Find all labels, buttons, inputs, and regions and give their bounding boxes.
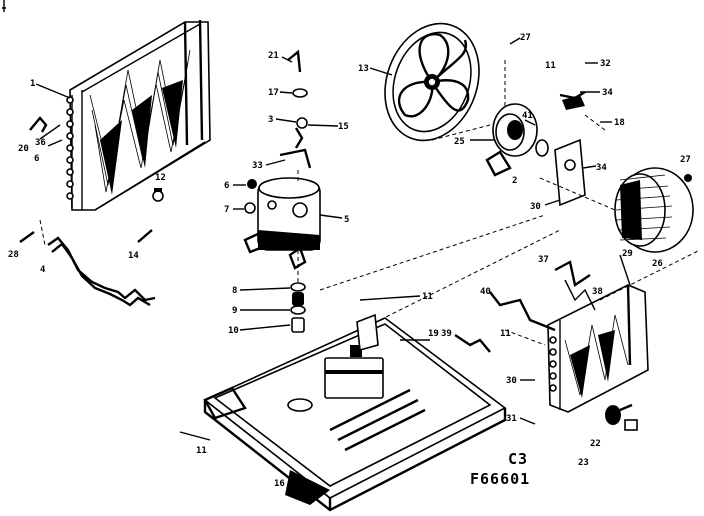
coil-tube-ends xyxy=(66,96,74,200)
callout-labels: 1 36 20 6 12 14 28 4 21 17 3 15 33 6 7 5… xyxy=(8,33,691,489)
part-22-23 xyxy=(605,403,638,431)
callout-36: 36 xyxy=(35,138,46,148)
callout-11-pan: 11 xyxy=(196,446,207,456)
callout-10: 10 xyxy=(228,326,239,336)
callout-7: 7 xyxy=(224,205,229,215)
callout-25: 25 xyxy=(454,137,465,147)
diagram-section-label: C3 xyxy=(508,450,528,468)
condenser-coil xyxy=(66,19,211,211)
callout-41: 41 xyxy=(522,111,533,121)
callout-26: 26 xyxy=(652,259,663,269)
callout-8: 8 xyxy=(232,286,237,296)
callout-33: 33 xyxy=(252,161,263,171)
evaporator-coil xyxy=(547,284,649,413)
callout-22: 22 xyxy=(590,439,601,449)
screw-14 xyxy=(137,229,153,243)
callout-30-coil: 30 xyxy=(506,376,517,386)
callout-39: 39 xyxy=(441,329,452,339)
callout-2: 2 xyxy=(512,176,517,186)
compressor-small-parts xyxy=(244,49,312,333)
callout-34: 34 xyxy=(602,88,613,98)
callout-9: 9 xyxy=(232,306,237,316)
callout-29: 29 xyxy=(622,249,633,259)
callout-4: 4 xyxy=(40,265,46,275)
callout-38: 38 xyxy=(592,287,603,297)
tubing-40 xyxy=(489,291,556,332)
callout-27: 27 xyxy=(520,33,531,43)
tubing-38 xyxy=(564,279,596,311)
tubing-39 xyxy=(454,334,491,353)
fan-motor xyxy=(485,103,549,177)
callout-11-base: 11 xyxy=(422,292,433,302)
callout-6: 6 xyxy=(34,154,39,164)
assembly-leader-lines xyxy=(39,60,701,346)
callout-27-blower: 27 xyxy=(680,155,691,165)
callout-18: 18 xyxy=(614,118,625,128)
callout-6-compressor: 6 xyxy=(224,181,229,191)
motor-bracket xyxy=(554,90,586,207)
callout-15: 15 xyxy=(338,122,349,132)
callout-34-mount: 34 xyxy=(596,163,607,173)
callout-17: 17 xyxy=(268,88,279,98)
callout-1: 1 xyxy=(30,79,35,89)
bracket-36 xyxy=(29,116,48,133)
callout-31: 31 xyxy=(506,414,517,424)
callout-32: 32 xyxy=(600,59,611,69)
callout-37: 37 xyxy=(538,255,549,265)
blower-wheel xyxy=(614,167,694,253)
callout-20: 20 xyxy=(18,144,29,154)
callout-13: 13 xyxy=(358,64,369,74)
screw-27b xyxy=(684,174,692,182)
condenser-fan xyxy=(384,22,480,142)
callout-16: 16 xyxy=(274,479,285,489)
bracket-37 xyxy=(554,260,591,287)
callout-11-bracket: 11 xyxy=(545,61,556,71)
callout-21: 21 xyxy=(268,51,279,61)
callout-12: 12 xyxy=(155,173,166,183)
grommet-12 xyxy=(152,188,164,202)
compressor xyxy=(243,177,321,270)
callout-19: 19 xyxy=(428,329,439,339)
callout-leaders xyxy=(35,37,631,487)
corner-mark xyxy=(2,0,6,12)
callout-40: 40 xyxy=(480,287,491,297)
callout-28: 28 xyxy=(8,250,19,260)
callout-11-coil: 11 xyxy=(500,329,511,339)
diagram-figure-code: F66601 xyxy=(470,470,530,488)
callout-23: 23 xyxy=(578,458,589,468)
base-pan xyxy=(203,313,507,512)
screw-28 xyxy=(19,231,35,243)
callout-14: 14 xyxy=(128,251,139,261)
callout-3: 3 xyxy=(268,115,273,125)
callout-5: 5 xyxy=(344,215,349,225)
callout-30: 30 xyxy=(530,202,541,212)
